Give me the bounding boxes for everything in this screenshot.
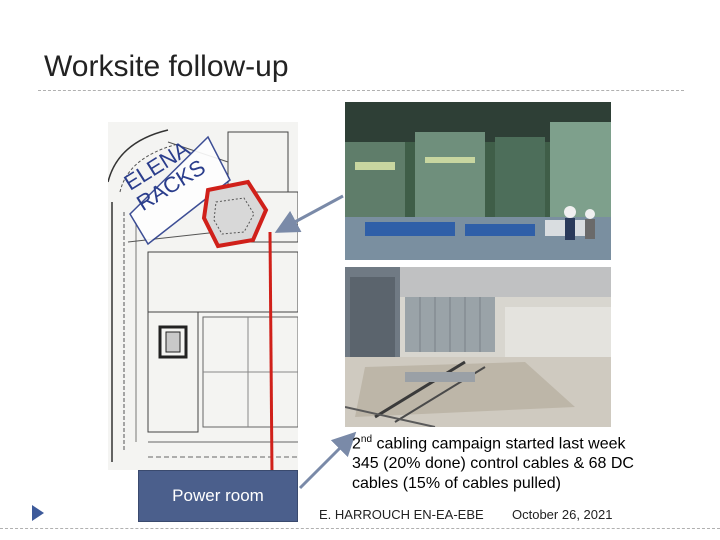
power-room-box: Power room: [138, 470, 298, 522]
campaign-line3: cables (15% of cables pulled): [352, 475, 562, 493]
power-room-label: Power room: [172, 486, 264, 505]
campaign-line1: 2nd cabling campaign started last week: [352, 430, 692, 454]
campaign-line2: 345 (20% done) control cables & 68 DC: [352, 455, 634, 473]
play-triangle-icon: [32, 505, 44, 521]
floor-plan-drawing: [108, 122, 298, 470]
rack-room-photo: [345, 267, 611, 427]
campaign-line1-rest: cabling campaign started last week: [372, 435, 626, 453]
title-divider: [38, 90, 684, 91]
footer-divider: [0, 528, 720, 529]
campaign-text: 2nd cabling campaign started last week 3…: [352, 430, 692, 494]
worksite-hall-photo: [345, 102, 611, 260]
footer-date: October 26, 2021: [512, 507, 613, 522]
footer-author: E. HARROUCH EN-EA-EBE: [319, 507, 484, 522]
slide-title: Worksite follow-up: [44, 50, 289, 83]
arrow-from-power-room: [298, 431, 357, 490]
ordinal-suffix: nd: [360, 434, 373, 445]
ordinal-number: 2: [352, 435, 361, 453]
